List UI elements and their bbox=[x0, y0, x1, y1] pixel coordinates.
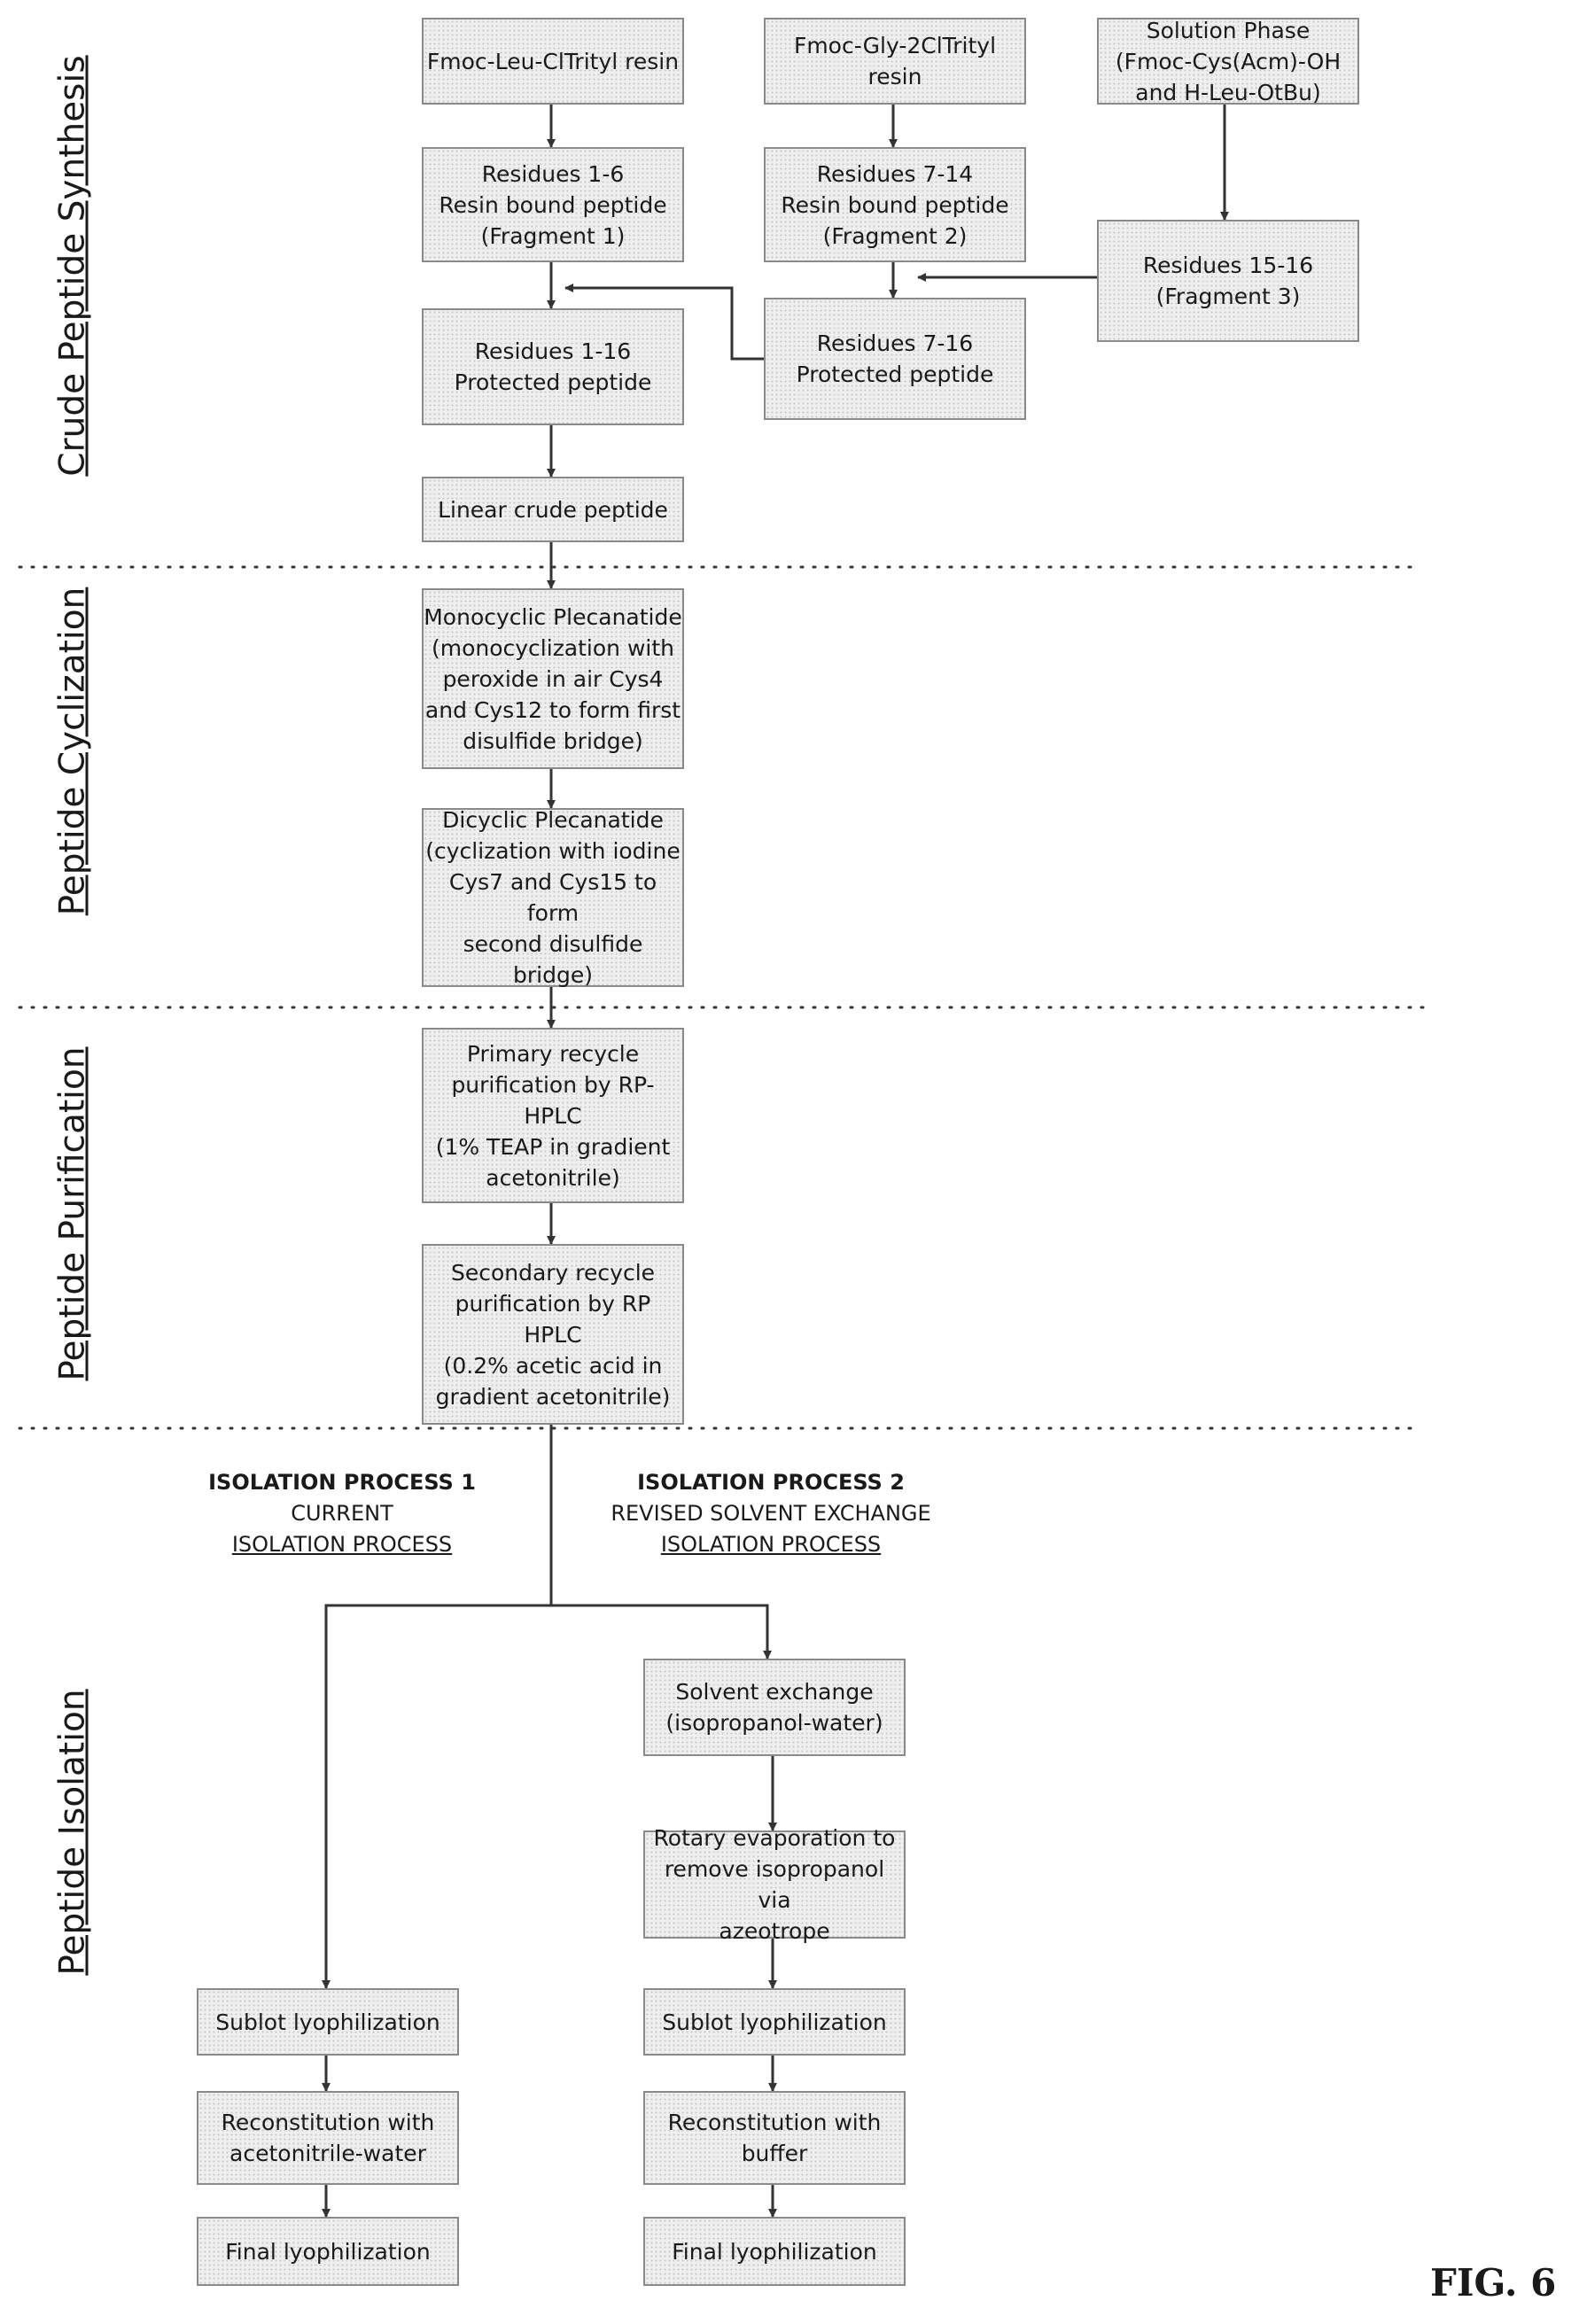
figure-label: FIG. 6 bbox=[1430, 2261, 1556, 2305]
box-reconstitution-buffer: Reconstitution with buffer bbox=[643, 2091, 906, 2185]
process-2-line2: REVISED SOLVENT EXCHANGE bbox=[611, 1498, 930, 1529]
box-linear-crude-peptide: Linear crude peptide bbox=[422, 477, 684, 542]
box-fragment-1: Residues 1-6 Resin bound peptide (Fragme… bbox=[422, 147, 684, 262]
section-label-isolation: Peptide Isolation bbox=[53, 1689, 93, 1975]
section-label-cyclization: Peptide Cyclization bbox=[53, 587, 93, 916]
box-sublot-lyophilization-2: Sublot lyophilization bbox=[643, 1988, 906, 2056]
box-secondary-purification: Secondary recycle purification by RP HPL… bbox=[422, 1244, 684, 1425]
box-solution-phase: Solution Phase (Fmoc-Cys(Acm)-OH and H-L… bbox=[1097, 18, 1359, 105]
box-final-lyophilization-2: Final lyophilization bbox=[643, 2217, 906, 2286]
process-1-line3: ISOLATION PROCESS bbox=[208, 1529, 476, 1560]
heading-isolation-process-1: ISOLATION PROCESS 1 CURRENT ISOLATION PR… bbox=[208, 1467, 476, 1560]
box-residues-7-16: Residues 7-16 Protected peptide bbox=[764, 298, 1026, 420]
box-fmoc-leu-resin: Fmoc-Leu-ClTrityl resin bbox=[422, 18, 684, 105]
box-fmoc-gly-resin: Fmoc-Gly-2ClTrityl resin bbox=[764, 18, 1026, 105]
box-primary-purification: Primary recycle purification by RP-HPLC … bbox=[422, 1028, 684, 1203]
section-label-crude-synthesis: Crude Peptide Synthesis bbox=[53, 55, 93, 476]
process-1-title: ISOLATION PROCESS 1 bbox=[208, 1467, 476, 1498]
box-fragment-2: Residues 7-14 Resin bound peptide (Fragm… bbox=[764, 147, 1026, 262]
process-1-line2: CURRENT bbox=[208, 1498, 476, 1529]
process-2-title: ISOLATION PROCESS 2 bbox=[611, 1467, 930, 1498]
heading-isolation-process-2: ISOLATION PROCESS 2 REVISED SOLVENT EXCH… bbox=[611, 1467, 930, 1560]
box-dicyclic-plecanatide: Dicyclic Plecanatide (cyclization with i… bbox=[422, 808, 684, 987]
arrow-split-to-sublot1 bbox=[326, 1605, 551, 1988]
box-fragment-3: Residues 15-16 (Fragment 3) bbox=[1097, 220, 1359, 342]
box-solvent-exchange: Solvent exchange (isopropanol-water) bbox=[643, 1659, 906, 1756]
section-label-purification: Peptide Purification bbox=[53, 1046, 93, 1380]
box-monocyclic-plecanatide: Monocyclic Plecanatide (monocyclization … bbox=[422, 588, 684, 769]
process-2-line3: ISOLATION PROCESS bbox=[611, 1529, 930, 1560]
box-reconstitution-acetonitrile-water: Reconstitution with acetonitrile-water bbox=[197, 2091, 459, 2185]
box-residues-1-16: Residues 1-16 Protected peptide bbox=[422, 308, 684, 425]
arrow-split-to-solvent bbox=[551, 1605, 767, 1659]
box-rotary-evaporation: Rotary evaporation to remove isopropanol… bbox=[643, 1830, 906, 1939]
box-final-lyophilization-1: Final lyophilization bbox=[197, 2217, 459, 2286]
box-sublot-lyophilization-1: Sublot lyophilization bbox=[197, 1988, 459, 2056]
